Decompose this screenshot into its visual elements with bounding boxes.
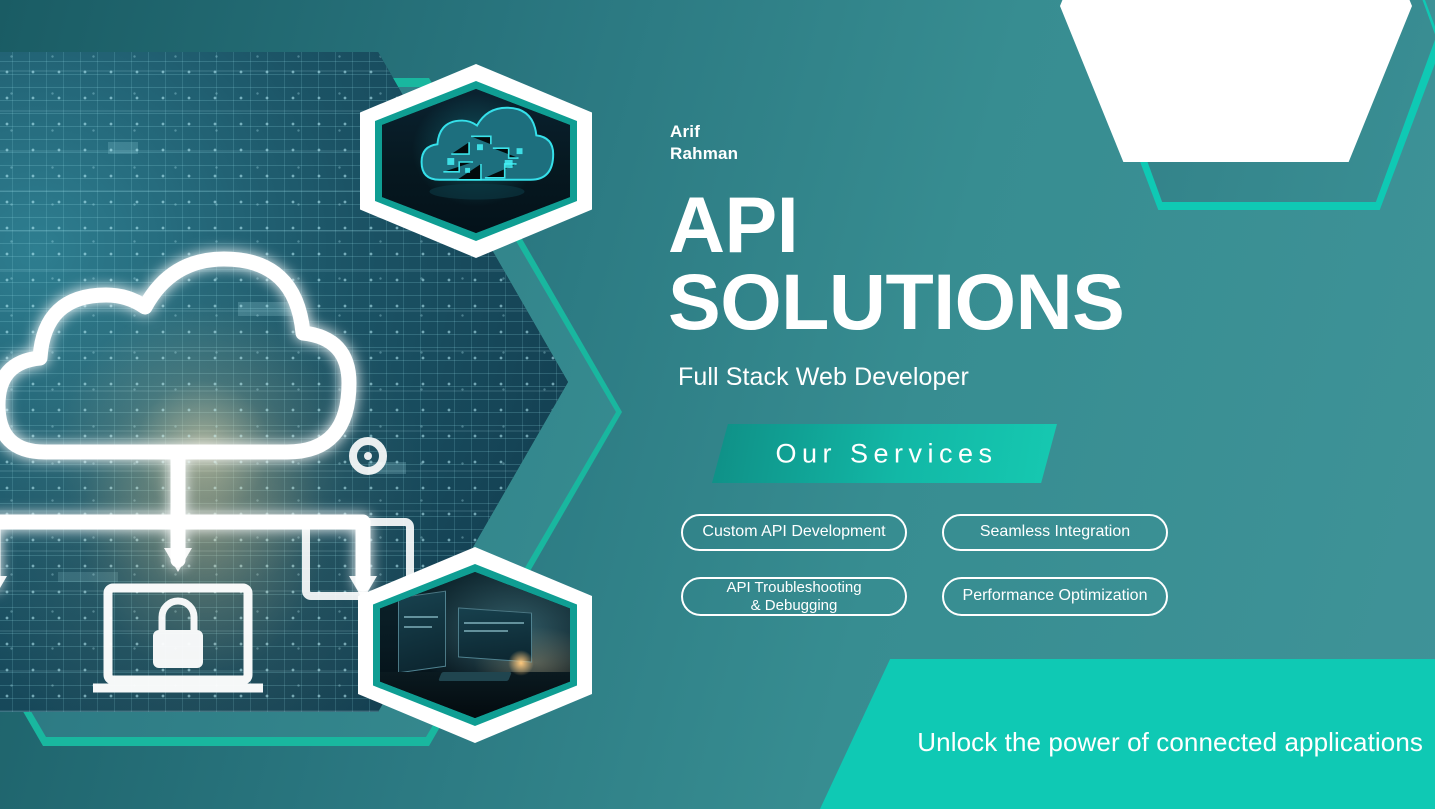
headline-line-1: API (668, 180, 799, 269)
tagline-text: Unlock the power of connected applicatio… (917, 727, 1423, 757)
screen-line (464, 622, 524, 624)
keyboard (438, 672, 512, 681)
top-hexagon-image (360, 64, 592, 258)
service-pill-label: API Troubleshooting & Debugging (726, 579, 862, 614)
page-title: API SOLUTIONS (668, 180, 1125, 347)
cloud-network-illustration (0, 251, 414, 693)
screen-line (404, 626, 432, 628)
headline-line-2: SOLUTIONS (668, 257, 1125, 347)
service-pill-label: Custom API Development (702, 523, 886, 541)
service-pill-api-troubleshooting: API Troubleshooting & Debugging (681, 577, 907, 616)
monitor-left (398, 590, 446, 674)
role-subtitle: Full Stack Web Developer (678, 363, 969, 391)
tagline-band: Unlock the power of connected applicatio… (820, 659, 1435, 809)
service-pill-performance-optimization: Performance Optimization (942, 577, 1168, 616)
service-pill-seamless-integration: Seamless Integration (942, 514, 1168, 551)
cloud-chip-graphic (420, 106, 555, 200)
screen-line (404, 616, 438, 618)
service-pill-custom-api-development: Custom API Development (681, 514, 907, 551)
person-first-name: Arif (670, 122, 701, 141)
bottom-hexagon-image (358, 547, 592, 743)
corner-hexagon-white (1060, 0, 1412, 162)
desk-lamp-glow (508, 650, 534, 676)
screen-line (464, 630, 508, 632)
service-pill-label: Performance Optimization (962, 587, 1148, 605)
services-banner: Our Services (712, 424, 1057, 483)
person-last-name: Rahman (670, 144, 739, 164)
services-banner-label: Our Services (775, 438, 998, 468)
service-pill-label: Seamless Integration (979, 523, 1131, 541)
person-name: Arif Rahman (670, 121, 738, 166)
